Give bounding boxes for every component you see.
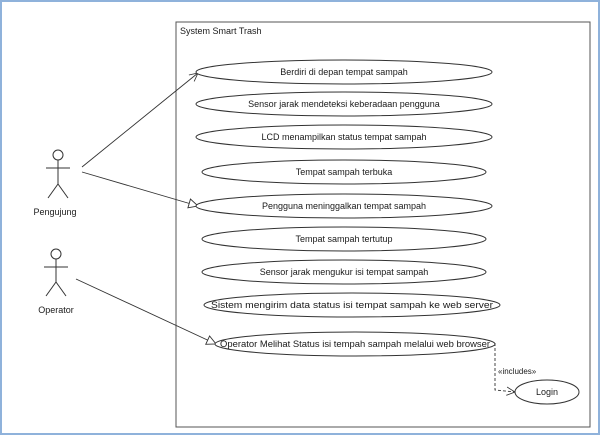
use-case-uc5-label: Pengguna meninggalkan tempat sampah <box>262 201 426 211</box>
association-pengujung-uc5 <box>81 171 198 206</box>
association-pengujung-uc1 <box>81 73 198 168</box>
use-case-uc9-label: Operator Melihat Status isi tempah sampa… <box>220 339 490 349</box>
actor-pengujung-icon <box>46 149 70 199</box>
use-case-uc7-ellipse <box>201 259 487 285</box>
actor-operator[interactable]: Operator <box>38 248 74 315</box>
actor-operator-icon <box>44 248 68 297</box>
system-boundary: System Smart Trash <box>175 21 591 428</box>
use-case-uc3[interactable]: LCD menampilkan status tempat sampah <box>195 124 493 150</box>
use-case-uc6-ellipse <box>201 226 487 252</box>
use-case-uc7-label: Sensor jarak mengukur isi tempat sampah <box>260 267 429 277</box>
actor-operator-label: Operator <box>38 305 74 315</box>
use-case-uc9-ellipse <box>214 331 496 357</box>
use-case-uc1-ellipse <box>195 59 493 85</box>
use-cases: Berdiri di depan tempat sampah Sensor ja… <box>195 59 580 405</box>
use-case-uc6[interactable]: Tempat sampah tertutup <box>201 226 487 252</box>
use-case-uc3-ellipse <box>195 124 493 150</box>
system-boundary-box <box>175 21 591 428</box>
use-case-uc4[interactable]: Tempat sampah terbuka <box>201 159 487 185</box>
use-case-uc2[interactable]: Sensor jarak mendeteksi keberadaan pengg… <box>195 91 493 117</box>
use-case-uc4-label: Tempat sampah terbuka <box>296 167 393 177</box>
use-case-uc5-ellipse <box>195 193 493 219</box>
include-label: «includes» <box>498 367 537 376</box>
use-case-uc10[interactable]: Login <box>514 379 580 405</box>
use-case-uc10-label: Login <box>536 387 558 397</box>
use-case-uc4-ellipse <box>201 159 487 185</box>
use-case-uc2-label: Sensor jarak mendeteksi keberadaan pengg… <box>248 99 440 109</box>
use-case-uc5[interactable]: Pengguna meninggalkan tempat sampah <box>195 193 493 219</box>
relationships: «includes» <box>75 73 537 392</box>
use-case-uc7[interactable]: Sensor jarak mengukur isi tempat sampah <box>201 259 487 285</box>
use-case-uc6-label: Tempat sampah tertutup <box>295 234 392 244</box>
use-case-uc8-label: Sistem mengirim data status isi tempat s… <box>211 300 493 310</box>
use-case-uc1[interactable]: Berdiri di depan tempat sampah <box>195 59 493 85</box>
use-case-uc8[interactable]: Sistem mengirim data status isi tempat s… <box>203 292 501 318</box>
use-case-uc1-label: Berdiri di depan tempat sampah <box>280 67 408 77</box>
association-operator-uc9 <box>75 278 216 344</box>
use-case-uc3-label: LCD menampilkan status tempat sampah <box>261 132 426 142</box>
use-case-uc10-ellipse <box>514 379 580 405</box>
use-case-uc2-ellipse <box>195 91 493 117</box>
include-uc9-uc10 <box>494 343 515 392</box>
use-case-uc8-ellipse <box>203 292 501 318</box>
use-case-uc9[interactable]: Operator Melihat Status isi tempah sampa… <box>214 331 496 357</box>
system-title: System Smart Trash <box>180 26 262 36</box>
actor-pengujung[interactable]: Pengujung <box>33 149 77 217</box>
actor-pengujung-label: Pengujung <box>33 207 76 217</box>
